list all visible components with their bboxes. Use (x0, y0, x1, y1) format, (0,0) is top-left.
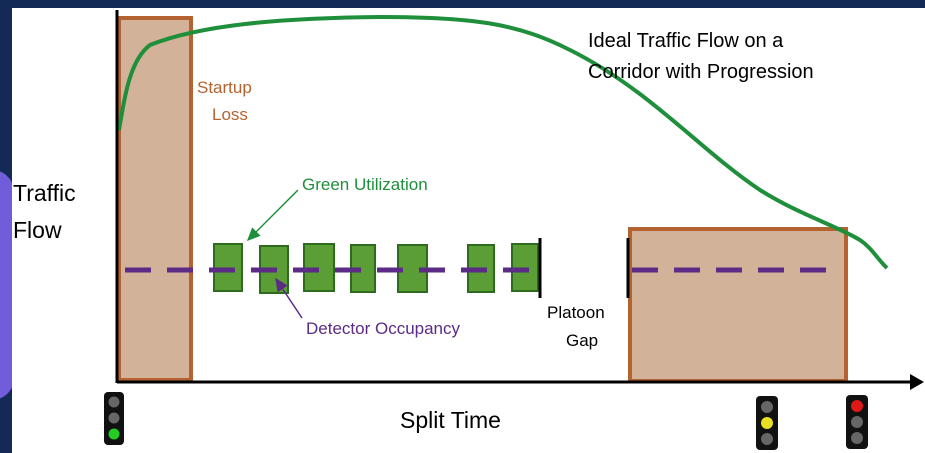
background-accent (0, 170, 14, 400)
green-block (213, 243, 243, 292)
end-of-split-box (628, 227, 848, 383)
yellow-light-signal-icon (756, 396, 778, 450)
y-axis-label-line1: Traffic (13, 180, 76, 206)
startup-loss-label-line1: Startup (197, 78, 252, 97)
green-utilization-label: Green Utilization (302, 175, 428, 194)
platoon-gap-label-line2: Gap (566, 331, 598, 350)
diagram-title-line1: Ideal Traffic Flow on a (588, 30, 784, 52)
x-axis-arrowhead (910, 374, 924, 390)
platoon-gap-label-line1: Platoon (547, 303, 605, 322)
diagram-title-line2: Corridor with Progression (588, 61, 814, 83)
detector-occupancy-label: Detector Occupancy (306, 319, 461, 338)
green-utilization-arrow (246, 189, 299, 242)
red-light-signal-icon (846, 395, 868, 449)
green-light-signal-icon (104, 392, 124, 445)
y-axis-label-line2: Flow (13, 217, 62, 243)
startup-loss-label-line2: Loss (212, 105, 248, 124)
traffic-flow-curve (117, 14, 889, 270)
x-axis-label: Split Time (400, 407, 501, 433)
detector-occupancy-arrow (275, 277, 303, 319)
